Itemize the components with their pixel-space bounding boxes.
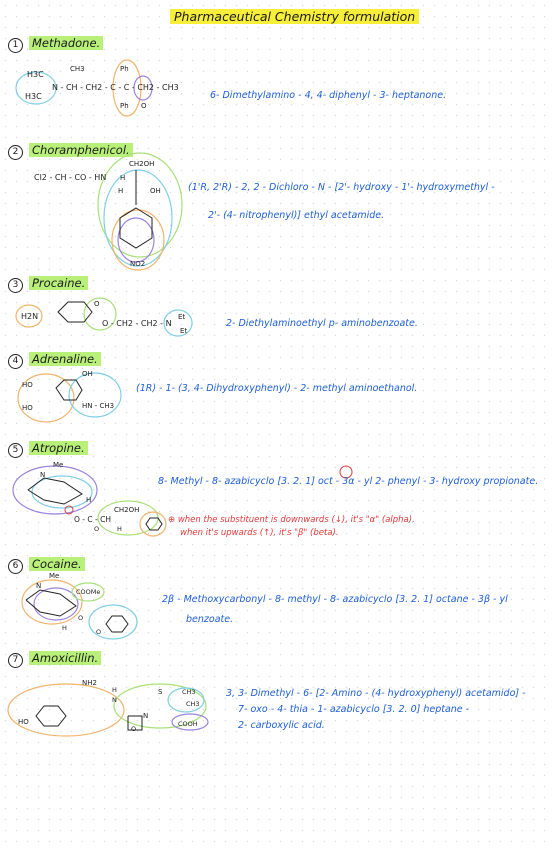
label-n-amide: N xyxy=(112,696,117,704)
label-ho-top: HO xyxy=(22,381,33,389)
label-cooh: COOH xyxy=(178,720,198,728)
label-me: Me xyxy=(49,572,59,580)
section-number: 4 xyxy=(8,354,23,369)
iupac-cocaine-line2: benzoate. xyxy=(186,614,234,625)
label-ho-bottom: HO xyxy=(22,404,33,412)
section-name: Adrenaline. xyxy=(29,352,101,366)
section-number: 5 xyxy=(8,443,23,458)
label-h3c-bottom: H3C xyxy=(25,92,42,101)
section-heading-chloramphenicol: 2 Choramphenicol. xyxy=(8,143,133,160)
label-ch2oh: CH2OH xyxy=(129,160,154,168)
label-no2: NO2 xyxy=(130,260,145,268)
circle-diphenyl xyxy=(112,59,142,117)
label-h2: H xyxy=(118,187,123,195)
iupac-amoxicillin-line1: 3, 3- Dimethyl - 6- [2- Amino - (4- hydr… xyxy=(226,688,526,699)
label-h2: H xyxy=(117,525,122,533)
section-number: 2 xyxy=(8,145,23,160)
section-number: 1 xyxy=(8,38,23,53)
label-hn-ch3: HN - CH3 xyxy=(82,402,114,410)
label-ch2oh: CH2OH xyxy=(114,506,139,514)
label-methadone-chain: N - CH - CH2 - C - C - CH2 - CH3 xyxy=(52,83,179,92)
page-title: Pharmaceutical Chemistry formulation xyxy=(170,9,420,24)
label-h2n: H2N xyxy=(21,312,38,321)
iupac-adrenaline: (1R) - 1- (3, 4- Dihydroxyphenyl) - 2- m… xyxy=(136,383,418,394)
label-et-top: Et xyxy=(178,313,185,321)
label-o: O xyxy=(131,725,136,733)
label-et-bottom: Et xyxy=(180,327,187,335)
label-procaine-chain: O - CH2 - CH2 - N xyxy=(102,319,172,328)
label-ho: HO xyxy=(18,718,29,726)
section-name: Choramphenicol. xyxy=(29,143,133,157)
label-me: Me xyxy=(53,461,63,469)
section-name: Amoxicillin. xyxy=(29,651,102,665)
label-ch3-top: CH3 xyxy=(182,688,196,696)
label-s: S xyxy=(158,688,163,696)
circle-ketone xyxy=(133,75,153,101)
section-heading-procaine: 3 Procaine. xyxy=(8,276,89,293)
label-carbonyl-o: O xyxy=(94,300,100,308)
label-oh: OH xyxy=(150,187,161,195)
section-number: 7 xyxy=(8,653,23,668)
section-name: Procaine. xyxy=(29,276,89,290)
label-h: H xyxy=(86,496,91,504)
iupac-amoxicillin-line3: 2- carboxylic acid. xyxy=(238,720,325,731)
label-ch3: CH3 xyxy=(70,65,85,73)
label-ph-top: Ph xyxy=(120,65,129,73)
label-coome: COOMe xyxy=(76,588,100,596)
section-heading-atropine: 5 Atropine. xyxy=(8,441,88,458)
note-alpha: ⊕ when the substituent is downwards (↓),… xyxy=(168,515,415,525)
label-n: N xyxy=(40,471,45,479)
label-h: H xyxy=(112,686,117,694)
label-dichloroacetyl: Cl2 - CH - CO - HN xyxy=(34,173,106,182)
label-h3c-top: H3C xyxy=(27,70,44,79)
label-h: H xyxy=(62,624,67,632)
iupac-chloramphenicol-line2: 2'- (4- nitrophenyl)] ethyl acetamide. xyxy=(208,210,385,221)
section-name: Methadone. xyxy=(29,36,104,50)
label-o2: O xyxy=(96,628,101,636)
iupac-methadone: 6- Dimethylamino - 4, 4- diphenyl - 3- h… xyxy=(210,90,447,101)
label-ch3-bottom: CH3 xyxy=(186,700,200,708)
label-n: N xyxy=(36,582,41,590)
circle-dimethylamino xyxy=(15,71,57,105)
note-beta: when it's upwards (↑), it's "β" (beta). xyxy=(180,528,339,538)
label-o1: O xyxy=(78,614,83,622)
section-name: Atropine. xyxy=(29,441,88,455)
label-n-ring: N xyxy=(143,712,148,720)
iupac-chloramphenicol-line1: (1'R, 2'R) - 2, 2 - Dichloro - N - [2'- … xyxy=(188,182,495,193)
label-o: O xyxy=(94,525,99,533)
label-oh: OH xyxy=(82,370,93,378)
section-heading-amoxicillin: 7 Amoxicillin. xyxy=(8,651,102,668)
iupac-atropine: 8- Methyl - 8- azabicyclo [3. 2. 1] oct … xyxy=(158,476,539,487)
section-number: 6 xyxy=(8,559,23,574)
iupac-procaine: 2- Diethylaminoethyl p- aminobenzoate. xyxy=(226,318,418,329)
section-heading-adrenaline: 4 Adrenaline. xyxy=(8,352,101,369)
label-o: O xyxy=(141,102,147,110)
label-h1: H xyxy=(120,174,125,182)
iupac-amoxicillin-line2: 7- oxo - 4- thia - 1- azabicyclo [3. 2. … xyxy=(238,704,470,715)
iupac-cocaine-line1: 2β - Methoxycarbonyl - 8- methyl - 8- az… xyxy=(162,594,508,605)
label-nh2: NH2 xyxy=(82,679,97,687)
section-heading-cocaine: 6 Cocaine. xyxy=(8,557,85,574)
section-heading-methadone: 1 Methadone. xyxy=(8,36,104,53)
label-ester: O - C - CH xyxy=(74,515,111,524)
label-ph-bottom: Ph xyxy=(120,102,129,110)
section-number: 3 xyxy=(8,278,23,293)
section-name: Cocaine. xyxy=(29,557,85,571)
